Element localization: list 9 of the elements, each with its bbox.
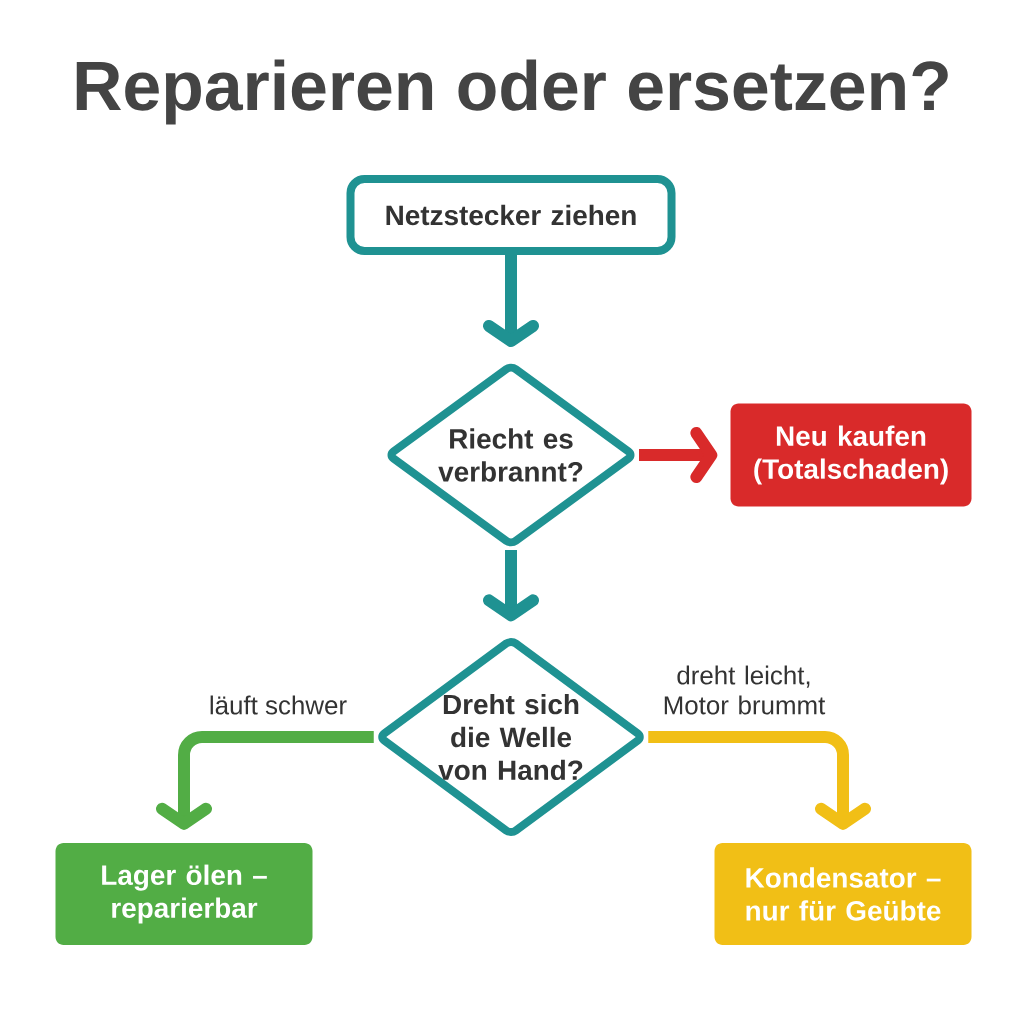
edge-label: läuft schwer bbox=[210, 695, 347, 715]
outcome-box: Neu kaufen (Totalschaden) bbox=[730, 403, 972, 507]
arrow bbox=[156, 731, 374, 830]
outcome-box: Kondensator – nur für Geübte bbox=[714, 843, 972, 945]
edge-label: dreht leicht, Motor brummt bbox=[664, 665, 826, 715]
arrow bbox=[648, 731, 871, 830]
process-box: Netzstecker ziehen bbox=[346, 175, 676, 255]
outcome-box: Lager ölen – reparierbar bbox=[55, 843, 313, 945]
title: Reparieren oder ersetzen? bbox=[76, 59, 948, 125]
